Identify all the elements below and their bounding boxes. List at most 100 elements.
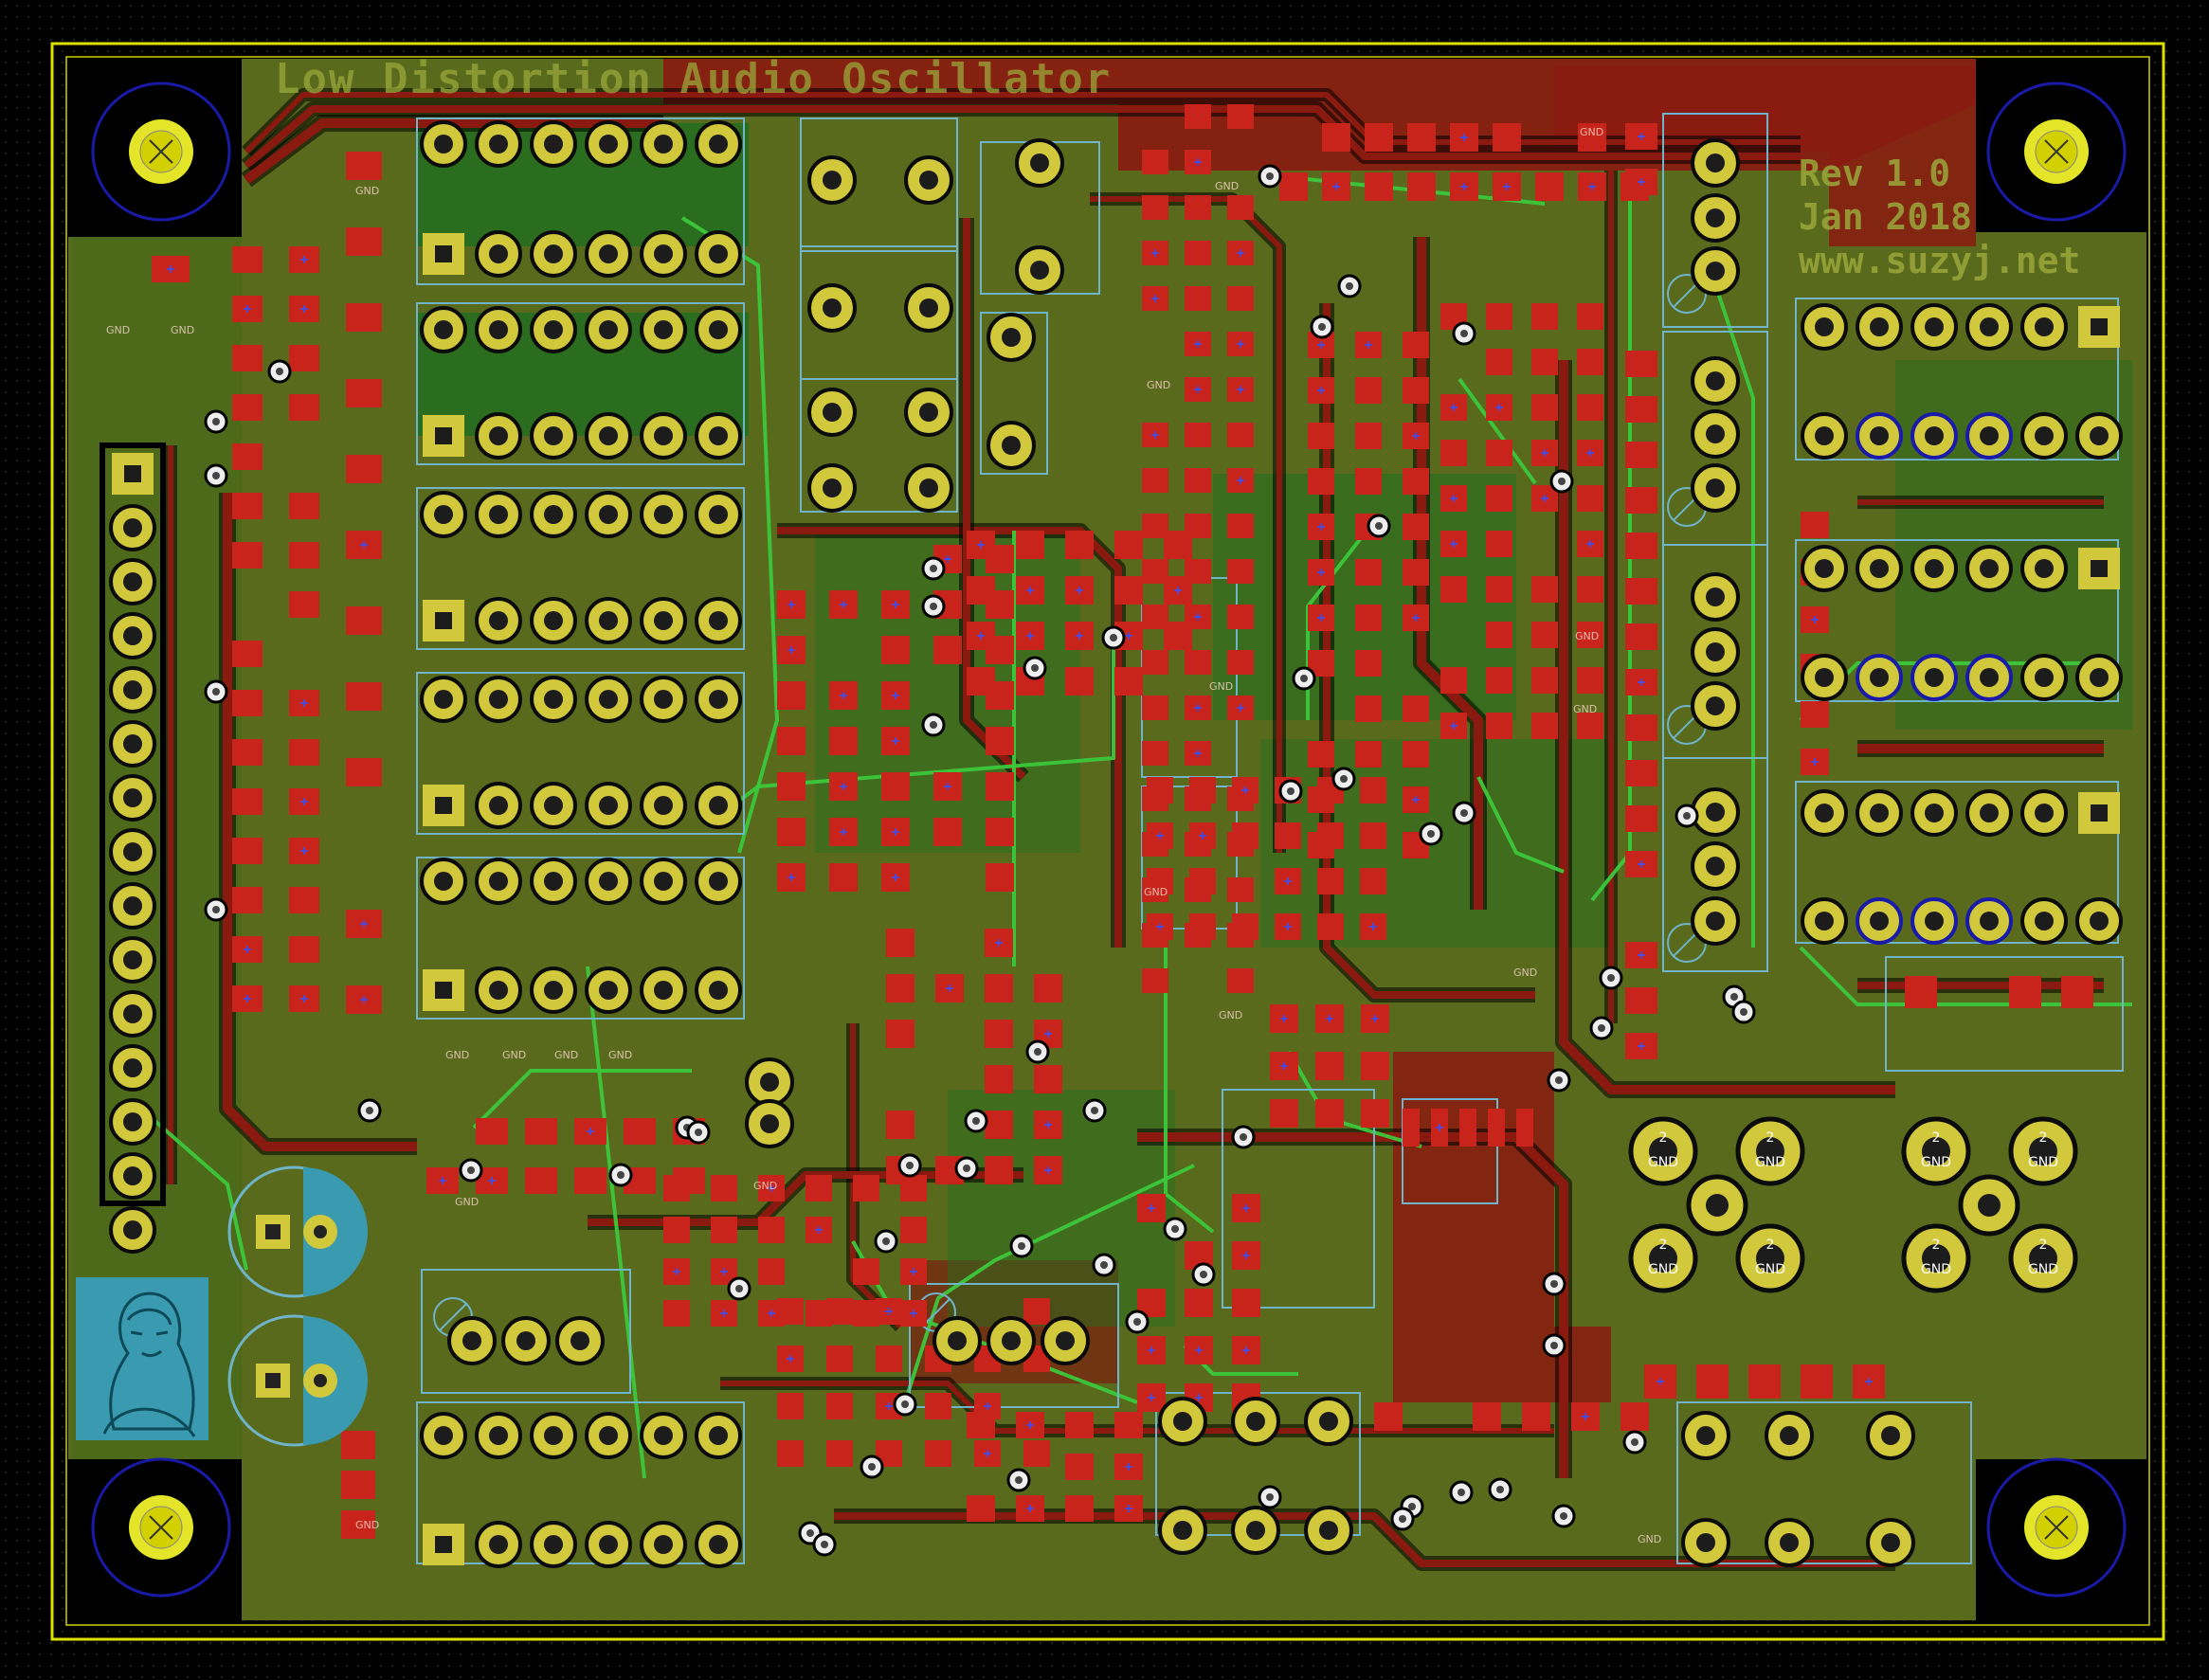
- pad-drill: [654, 981, 673, 1000]
- smd-pad: [1486, 303, 1512, 330]
- pad-center-mark: [1242, 1346, 1250, 1354]
- component-courtyard: [1402, 1098, 1498, 1204]
- smd-pad: [1486, 349, 1512, 375]
- via-drill: [1018, 1242, 1025, 1250]
- pad-center-mark: [1156, 923, 1164, 930]
- via-drill: [1340, 775, 1348, 783]
- smd-pad: [232, 246, 263, 273]
- pad-center-mark: [1199, 832, 1206, 840]
- smd-pad: [1361, 1099, 1389, 1128]
- via-drill: [212, 688, 220, 695]
- smd-pad: [1227, 605, 1254, 629]
- smd-pad: [1625, 396, 1657, 423]
- smd-pad: [1440, 667, 1467, 694]
- smd-pad: [1531, 713, 1558, 739]
- board-website: www.suzyj.net: [1799, 240, 2080, 281]
- smd-pad: [289, 394, 319, 421]
- pad-number-label: 2: [2039, 1130, 2048, 1146]
- smd-pad: [1142, 514, 1168, 538]
- pad-center-mark: [1026, 1421, 1034, 1429]
- pad-center-mark: [788, 601, 795, 608]
- pad-drill: [1815, 804, 1834, 822]
- via-drill: [1200, 1271, 1207, 1278]
- smd-pad: [1270, 1099, 1298, 1128]
- smd-pad: [1625, 487, 1657, 514]
- pad-drill: [1706, 587, 1725, 606]
- pad-drill: [1706, 803, 1725, 822]
- smd-pad: [232, 838, 263, 864]
- pad-center-mark: [300, 798, 308, 805]
- pad-drill: [1706, 371, 1725, 390]
- smd-pad: [1801, 512, 1829, 538]
- smd-pad: [1625, 805, 1657, 832]
- smd-pad: [1531, 622, 1558, 648]
- pad-center-mark: [910, 1310, 917, 1317]
- smd-net-label: GND: [1144, 886, 1168, 898]
- pad-drill: [123, 842, 142, 861]
- pad-center-mark: [300, 847, 308, 855]
- pad-drill: [1706, 479, 1725, 497]
- pad-drill: [435, 797, 452, 814]
- pad-drill: [599, 320, 618, 339]
- smd-pad: [1486, 485, 1512, 512]
- pad-center-mark: [1076, 632, 1083, 640]
- pad-drill: [654, 1535, 673, 1554]
- pad-center-mark: [720, 1310, 728, 1317]
- pad-center-mark: [1044, 1166, 1052, 1174]
- smd-pad: [232, 641, 263, 667]
- pad-drill: [1980, 317, 1999, 336]
- pad-drill: [1002, 328, 1021, 347]
- smd-net-label: GND: [1209, 680, 1233, 693]
- via-drill: [1266, 1493, 1274, 1501]
- pad-center-mark: [1495, 404, 1503, 411]
- pad-center-mark: [1237, 340, 1244, 348]
- smd-pad: [1577, 622, 1603, 648]
- pad-drill: [654, 505, 673, 524]
- smd-pad: [829, 863, 858, 892]
- pad-number-label: 2: [2039, 1237, 2048, 1253]
- smd-net-label: GND: [455, 1196, 479, 1208]
- smd-pad: [777, 772, 806, 801]
- via-drill: [930, 603, 937, 610]
- smd-pad: [777, 1393, 804, 1419]
- smd-pad: [1577, 394, 1603, 421]
- smd-net-label: GND: [1215, 180, 1239, 192]
- smd-pad: [289, 493, 319, 519]
- smd-pad: [1360, 868, 1386, 894]
- pad-drill: [599, 426, 618, 445]
- smd-pad: [1142, 468, 1168, 493]
- via-drill: [1460, 330, 1468, 337]
- pad-drill: [489, 135, 508, 154]
- smd-pad: [232, 493, 263, 519]
- smd-pad: [1486, 713, 1512, 739]
- pad-drill: [544, 690, 563, 709]
- pad-center-mark: [167, 265, 174, 273]
- pad-drill: [1649, 1137, 1677, 1165]
- pad-drill: [489, 1535, 508, 1554]
- pad-drill: [1980, 804, 1999, 822]
- smd-pad: [777, 1440, 804, 1467]
- smd-pad: [1315, 1052, 1344, 1080]
- pad-drill: [1706, 912, 1725, 930]
- pad-drill: [489, 426, 508, 445]
- back-trace: [834, 1512, 1895, 1567]
- pad-drill: [544, 611, 563, 630]
- smd-pad: [1142, 650, 1168, 675]
- smd-pad: [346, 379, 382, 407]
- pad-drill: [123, 518, 142, 537]
- smd-pad: [967, 1412, 995, 1438]
- via-drill: [1318, 323, 1326, 331]
- pad-center-mark: [1638, 951, 1645, 959]
- pad-center-mark: [300, 305, 308, 313]
- smd-net-label: GND: [171, 324, 194, 336]
- pad-net-label: GND: [1648, 1155, 1678, 1170]
- pad-center-mark: [1332, 183, 1340, 190]
- pad-center-mark: [1195, 1346, 1203, 1354]
- pad-center-mark: [1371, 1015, 1379, 1022]
- pad-center-mark: [1317, 614, 1325, 622]
- pad-drill: [544, 426, 563, 445]
- via-drill: [1427, 830, 1435, 838]
- smd-pad: [1577, 485, 1603, 512]
- smd-pad: [1142, 695, 1168, 720]
- pad-drill: [2035, 426, 2054, 445]
